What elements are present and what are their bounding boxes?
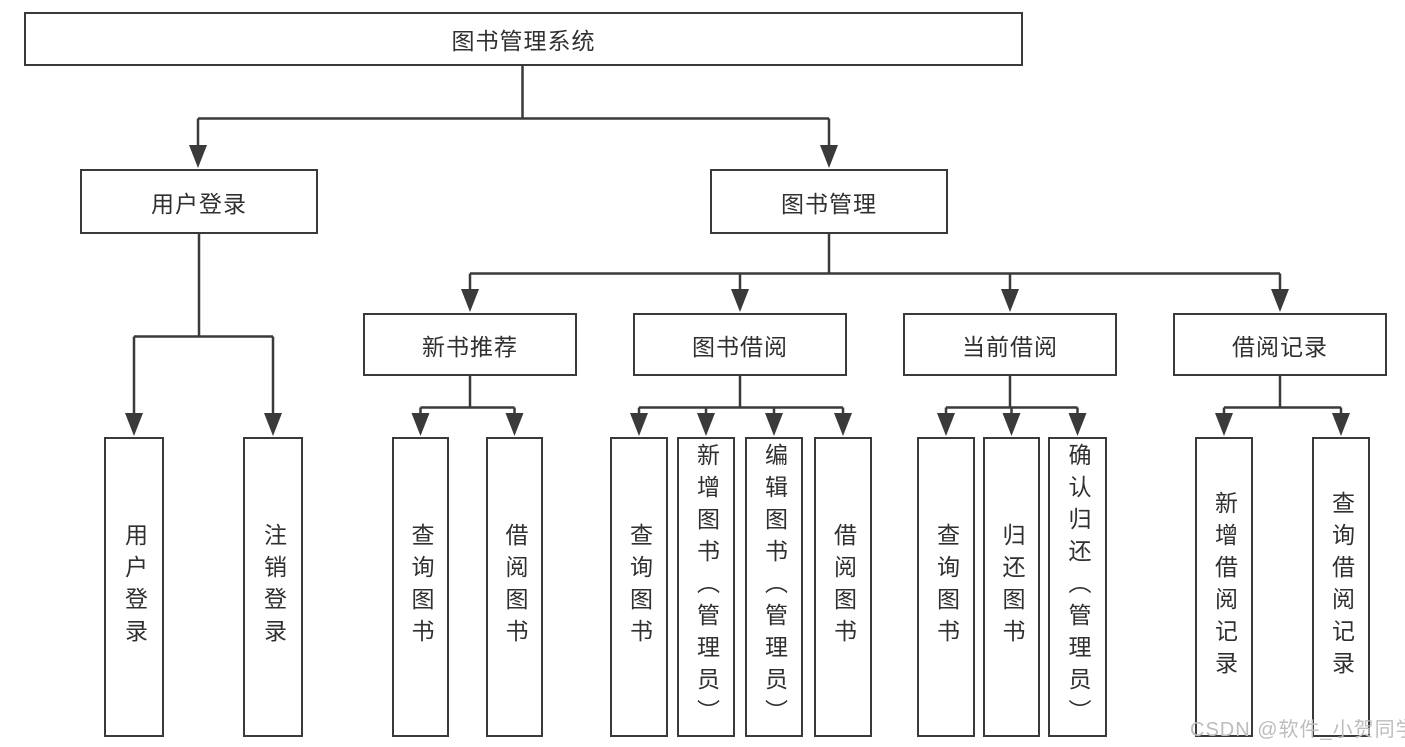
node-book-management: 图书管理 bbox=[710, 169, 948, 234]
node-user-login: 用户登录 bbox=[80, 169, 318, 234]
node-current-borrowing: 当前借阅 bbox=[903, 313, 1117, 376]
node-library-management-system: 图书管理系统 bbox=[24, 12, 1023, 66]
connector-book-management bbox=[468, 234, 1282, 290]
connector-book-borrow bbox=[637, 376, 845, 414]
leaf-add-books-admin: 新增图书（管理员） bbox=[677, 437, 735, 737]
node-new-book-recommendation: 新书推荐 bbox=[363, 313, 577, 376]
connector-new-book bbox=[419, 376, 516, 414]
leaf-add-borrow-record: 新增借阅记录 bbox=[1195, 437, 1253, 737]
leaf-logout: 注销登录 bbox=[243, 437, 303, 737]
connector-current-borrow bbox=[944, 376, 1079, 414]
node-book-borrowing: 图书借阅 bbox=[633, 313, 847, 376]
leaf-confirm-return-admin: 确认归还（管理员） bbox=[1048, 437, 1107, 737]
connector-borrow-records bbox=[1222, 376, 1343, 414]
leaf-user-login: 用户登录 bbox=[104, 437, 164, 737]
connector-root bbox=[196, 66, 831, 146]
leaf-borrow-books-recommend: 借阅图书 bbox=[486, 437, 543, 737]
leaf-search-borrow-record: 查询借阅记录 bbox=[1312, 437, 1370, 737]
leaf-search-books-current: 查询图书 bbox=[917, 437, 975, 737]
connector-user-login bbox=[132, 234, 275, 414]
node-borrowing-records: 借阅记录 bbox=[1173, 313, 1387, 376]
csdn-watermark: CSDN @软件_小贺同学 bbox=[1190, 719, 1405, 741]
leaf-return-books: 归还图书 bbox=[983, 437, 1040, 737]
leaf-borrow-books: 借阅图书 bbox=[814, 437, 872, 737]
leaf-search-books-recommend: 查询图书 bbox=[392, 437, 449, 737]
leaf-search-books-borrow: 查询图书 bbox=[610, 437, 668, 737]
arrowheads bbox=[125, 145, 1350, 436]
leaf-edit-books-admin: 编辑图书（管理员） bbox=[745, 437, 803, 737]
